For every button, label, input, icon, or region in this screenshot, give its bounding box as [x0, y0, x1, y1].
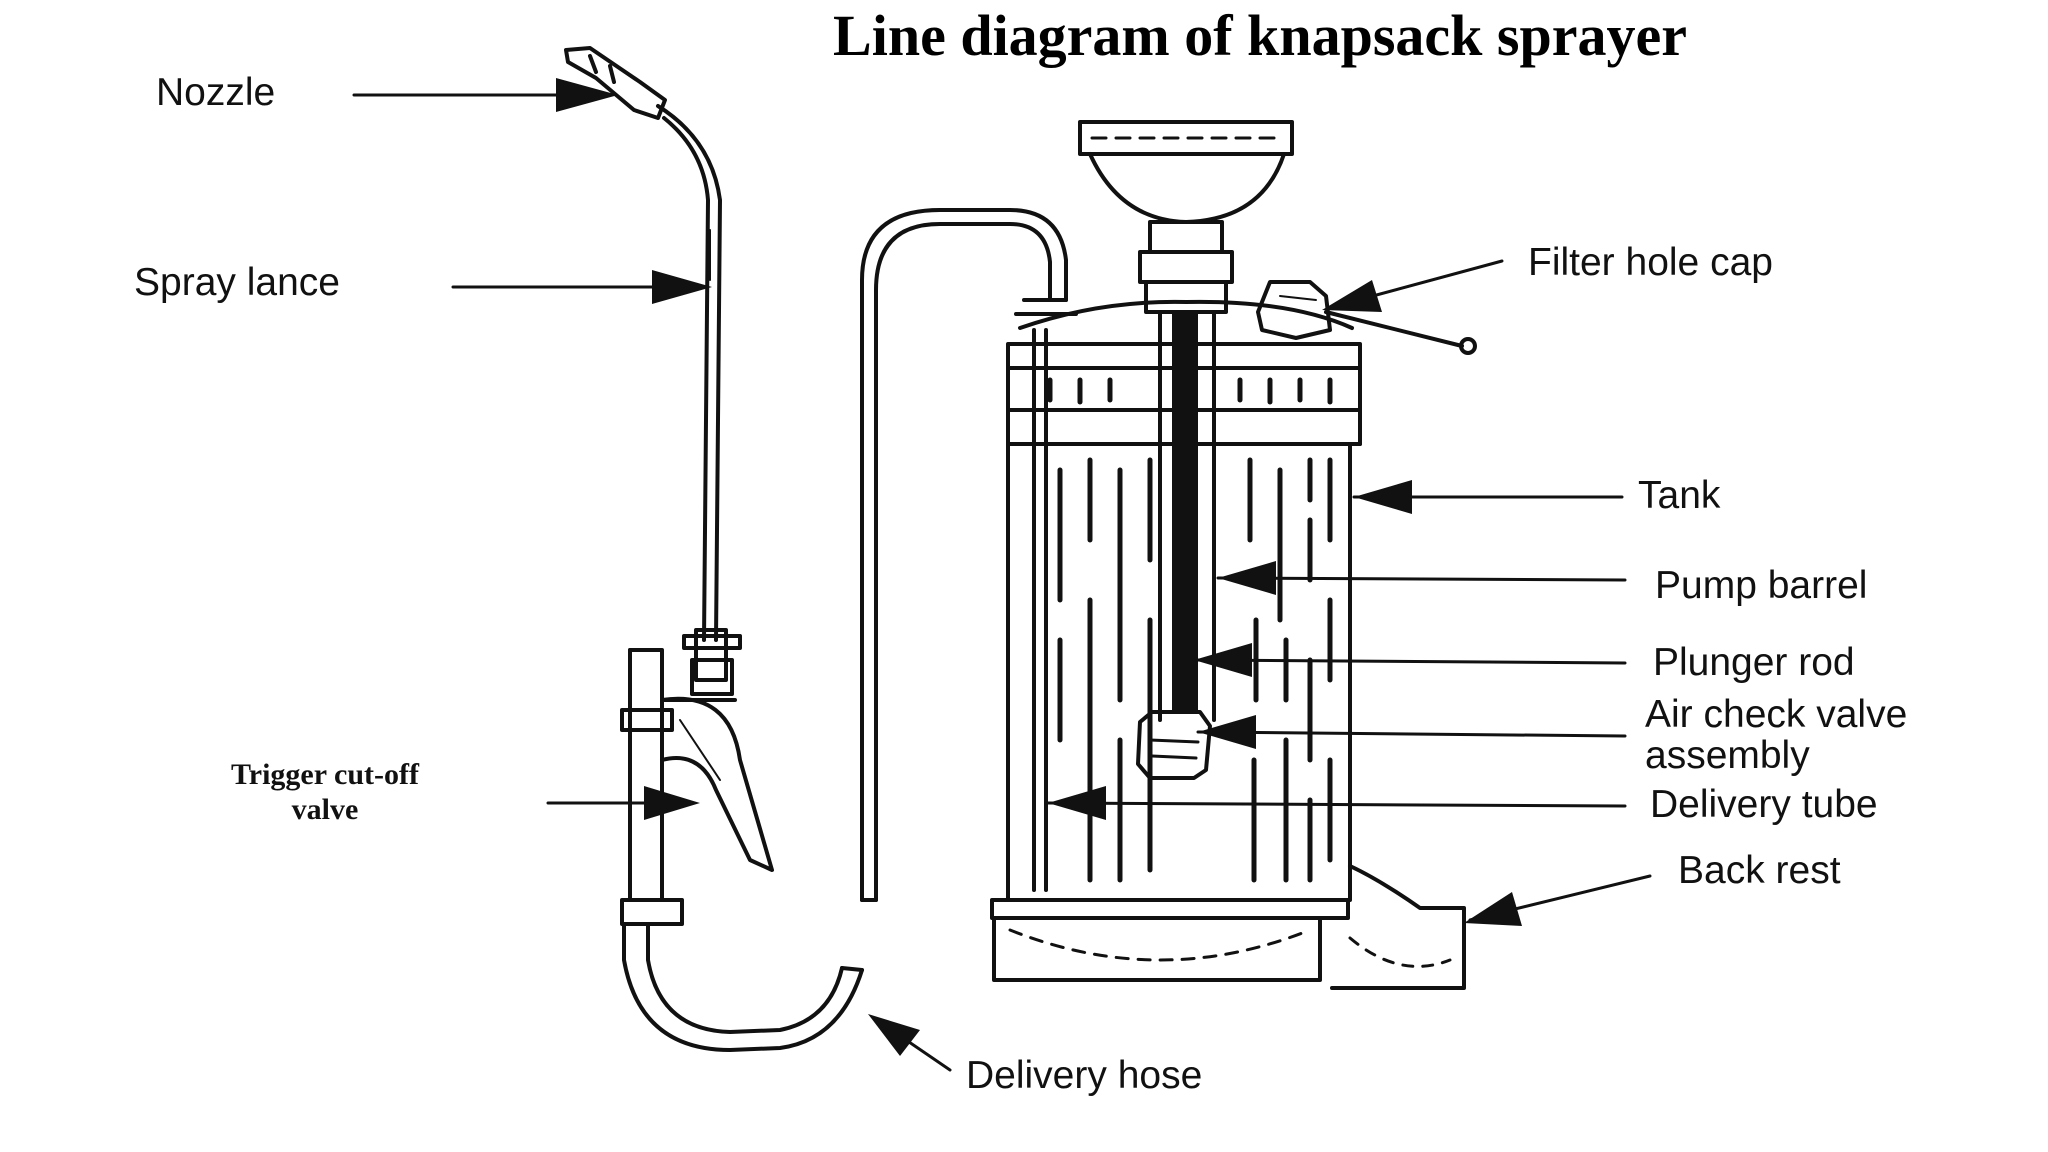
label-air-check-valve: Air check valve assembly: [1645, 693, 1908, 777]
diagram-title: Line diagram of knapsack sprayer: [833, 3, 1687, 68]
label-trigger-line2: valve: [291, 792, 359, 826]
back-rest-part: [1330, 864, 1466, 990]
tank-hatching: [1047, 377, 1333, 883]
label-nozzle: Nozzle: [156, 71, 276, 114]
label-pump-barrel: Pump barrel: [1655, 564, 1868, 607]
label-delivery-tube: Delivery tube: [1650, 783, 1878, 826]
tank-body: [990, 366, 1362, 982]
diagram-title-wrap: Line diagram of knapsack sprayer: [0, 2, 2048, 69]
delivery-tube-part: [1032, 328, 1048, 892]
arrowheads: [556, 78, 1522, 1056]
label-plunger-rod: Plunger rod: [1653, 641, 1855, 684]
label-back-rest: Back rest: [1678, 849, 1841, 892]
label-tank: Tank: [1638, 474, 1721, 517]
label-delivery-hose: Delivery hose: [966, 1054, 1203, 1097]
label-trigger-line1: Trigger cut-off: [231, 758, 419, 791]
label-spray-lance: Spray lance: [134, 261, 340, 304]
spray-lance-part: [656, 104, 722, 642]
delivery-hose-part: [622, 208, 1068, 1052]
label-air-check-line2: assembly: [1645, 733, 1810, 777]
label-air-check-line1: Air check valve: [1645, 693, 1908, 736]
pump-barrel-part: [1136, 310, 1216, 780]
nozzle-part: [564, 46, 667, 120]
label-trigger-valve: Trigger cut-off valve: [180, 758, 470, 827]
label-filter-hole-cap: Filter hole cap: [1528, 241, 1773, 284]
filler-funnel: [1078, 120, 1294, 314]
filter-cap-part: [1256, 280, 1477, 355]
trigger-assembly: [620, 628, 774, 926]
leader-lines: [352, 93, 1652, 1072]
